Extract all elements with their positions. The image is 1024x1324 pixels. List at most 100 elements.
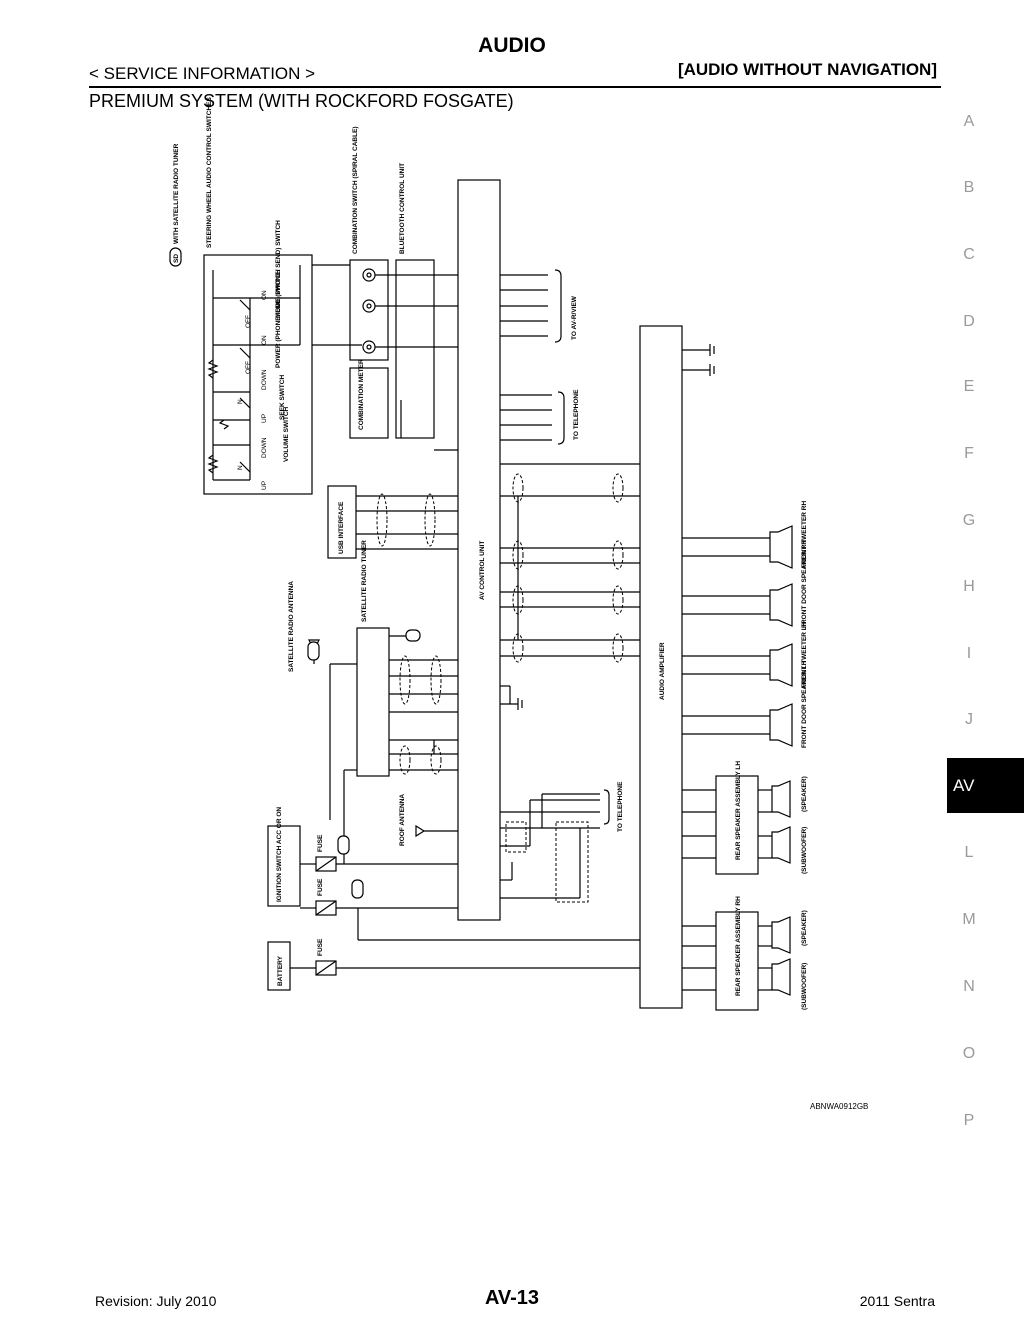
ignition-switch-box bbox=[267, 825, 301, 907]
volume-n: N bbox=[237, 465, 244, 470]
amp-ground-wires bbox=[682, 344, 715, 376]
side-index-m[interactable]: M bbox=[962, 911, 976, 928]
combination-switch-box bbox=[349, 259, 389, 361]
sd-symbol-fuse bbox=[351, 879, 364, 899]
spiral-cable-3 bbox=[362, 340, 376, 354]
seek-n: N bbox=[237, 399, 244, 404]
roof-antenna-label: ROOF ANTENNA bbox=[399, 794, 406, 846]
volume-up: UP bbox=[261, 481, 268, 490]
header-rule bbox=[89, 86, 941, 88]
side-index-e[interactable]: E bbox=[963, 378, 975, 395]
power-on: ON bbox=[261, 335, 268, 345]
roof-antenna-wires bbox=[415, 789, 610, 899]
front-tweeter-lh-label: FRONT TWEETER LH bbox=[801, 621, 808, 688]
battery-box bbox=[267, 941, 291, 991]
spiral-cable-1 bbox=[362, 268, 376, 282]
side-index-f[interactable]: F bbox=[964, 445, 974, 462]
system-title: PREMIUM SYSTEM (WITH ROCKFORD FOSGATE) bbox=[89, 91, 514, 111]
sd-symbol-antenna bbox=[307, 641, 320, 661]
side-index-h[interactable]: H bbox=[963, 578, 975, 595]
legend-description: WITH SATELLITE RADIO TUNER bbox=[173, 143, 180, 244]
footer-model: 2011 Sentra bbox=[859, 1293, 935, 1309]
rear-speaker-rh-label: REAR SPEAKER ASSEMBLY RH bbox=[735, 896, 742, 996]
ignition-switch-label: IGNITION SWITCH ACC OR ON bbox=[276, 807, 283, 902]
front-door-rh-label: FRONT DOOR SPEAKER RH bbox=[801, 540, 808, 628]
switch-harness-wires bbox=[312, 264, 458, 451]
power-switch-label: POWER (PHONE/ END) SWITCH bbox=[275, 269, 282, 368]
section-label: < SERVICE INFORMATION > bbox=[89, 64, 316, 83]
front-door-lh-label: FRONT DOOR SPEAKER LH bbox=[801, 660, 808, 748]
usb-wires bbox=[356, 495, 458, 550]
side-index-a[interactable]: A bbox=[963, 113, 975, 130]
av-control-unit-box bbox=[457, 179, 501, 921]
av-to-amp-wires bbox=[500, 463, 640, 657]
mode-off: OFF bbox=[245, 315, 252, 328]
page-title: AUDIO bbox=[478, 34, 546, 57]
steering-switch-box bbox=[203, 254, 313, 495]
side-index-j[interactable]: J bbox=[965, 711, 973, 728]
side-index-av-active[interactable]: AV bbox=[947, 758, 1024, 813]
satellite-antenna-label: SATELLITE RADIO ANTENNA bbox=[288, 581, 295, 672]
legend-sd-symbol bbox=[169, 247, 182, 267]
rear-rh-speaker-label: (SPEAKER) bbox=[801, 910, 808, 946]
seek-down: DOWN bbox=[261, 369, 268, 390]
volume-down: DOWN bbox=[261, 437, 268, 458]
power-supply-wires bbox=[290, 856, 640, 976]
legend-sd-text: SD bbox=[173, 254, 180, 263]
to-av-rview-wires bbox=[500, 269, 562, 343]
spiral-cable-2 bbox=[362, 299, 376, 313]
to-telephone-label-lower: TO TELEPHONE bbox=[617, 781, 624, 832]
volume-switch-label: VOLUME SWITCH bbox=[283, 406, 290, 462]
seek-switch-label: SEEK SWITCH bbox=[279, 375, 286, 420]
rear-rh-subwoofer-label: (SUBWOOFER) bbox=[801, 963, 808, 1010]
steering-label: STEERING WHEEL AUDIO CONTROL SWITCHES bbox=[206, 97, 213, 248]
mode-on: ON bbox=[261, 290, 268, 300]
battery-label: BATTERY bbox=[277, 955, 284, 986]
sat-ground-symbol bbox=[405, 629, 421, 642]
av-ground-wires bbox=[500, 685, 523, 710]
side-index-l[interactable]: L bbox=[964, 844, 974, 861]
to-telephone-label-upper: TO TELEPHONE bbox=[573, 389, 580, 440]
legend: SD WITH SATELLITE RADIO TUNER bbox=[169, 143, 182, 267]
satellite-tuner-label: SATELLITE RADIO TUNER bbox=[361, 540, 368, 622]
satellite-wires bbox=[308, 635, 458, 864]
rear-speaker-wires bbox=[682, 780, 791, 996]
usb-interface-label: USB INTERFACE bbox=[338, 501, 345, 554]
bluetooth-control-unit-box bbox=[395, 259, 435, 439]
combination-meter-box bbox=[349, 367, 389, 439]
side-index-i[interactable]: I bbox=[966, 645, 972, 662]
bluetooth-label: BLUETOOTH CONTROL UNIT bbox=[399, 163, 406, 254]
rear-speaker-rh-box bbox=[715, 911, 759, 1011]
figure-code: ABNWA0912GB bbox=[810, 1102, 869, 1111]
side-index-b[interactable]: B bbox=[963, 179, 975, 196]
side-index-o[interactable]: O bbox=[962, 1045, 976, 1062]
side-index-g[interactable]: G bbox=[962, 512, 976, 529]
footer-revision: Revision: July 2010 bbox=[95, 1293, 217, 1309]
front-tweeter-rh-label: FRONT TWEETER RH bbox=[801, 501, 808, 568]
front-speakers: FRONT TWEETER RH FRONT DOOR SPEAKER RH F… bbox=[682, 501, 808, 748]
sd-symbol-ignition bbox=[337, 835, 350, 855]
av-control-unit-label: AV CONTROL UNIT bbox=[479, 541, 486, 600]
satellite-tuner-box bbox=[356, 627, 390, 777]
mode-switch-label: MODE (PHONE/ SEND) SWITCH bbox=[275, 220, 282, 318]
combination-meter-label: COMBINATION METER bbox=[358, 359, 365, 430]
seek-up: UP bbox=[261, 414, 268, 423]
side-index-d[interactable]: D bbox=[963, 313, 975, 330]
side-index-p[interactable]: P bbox=[963, 1112, 975, 1129]
combination-switch-label: COMBINATION SWITCH (SPIRAL CABLE) bbox=[352, 126, 359, 254]
fuse-label-2: FUSE bbox=[317, 878, 324, 896]
fuse-label-3: FUSE bbox=[317, 938, 324, 956]
to-av-rview-label: TO AV-R/VIEW bbox=[571, 295, 578, 340]
side-index-c[interactable]: C bbox=[963, 246, 975, 263]
footer-page-number: AV-13 bbox=[484, 1287, 540, 1309]
steering-switch-network bbox=[207, 265, 301, 481]
subsection-label: [AUDIO WITHOUT NAVIGATION] bbox=[677, 60, 937, 79]
rear-speaker-lh-box bbox=[715, 775, 759, 875]
audio-amplifier-label: AUDIO AMPLIFIER bbox=[659, 642, 666, 700]
to-telephone-wires-upper bbox=[500, 391, 565, 445]
side-index-n[interactable]: N bbox=[963, 978, 975, 995]
rear-speaker-lh-label: REAR SPEAKER ASSEMBLY LH bbox=[735, 761, 742, 860]
rear-lh-speaker-label: (SPEAKER) bbox=[801, 776, 808, 812]
audio-amplifier-box bbox=[639, 325, 683, 1009]
